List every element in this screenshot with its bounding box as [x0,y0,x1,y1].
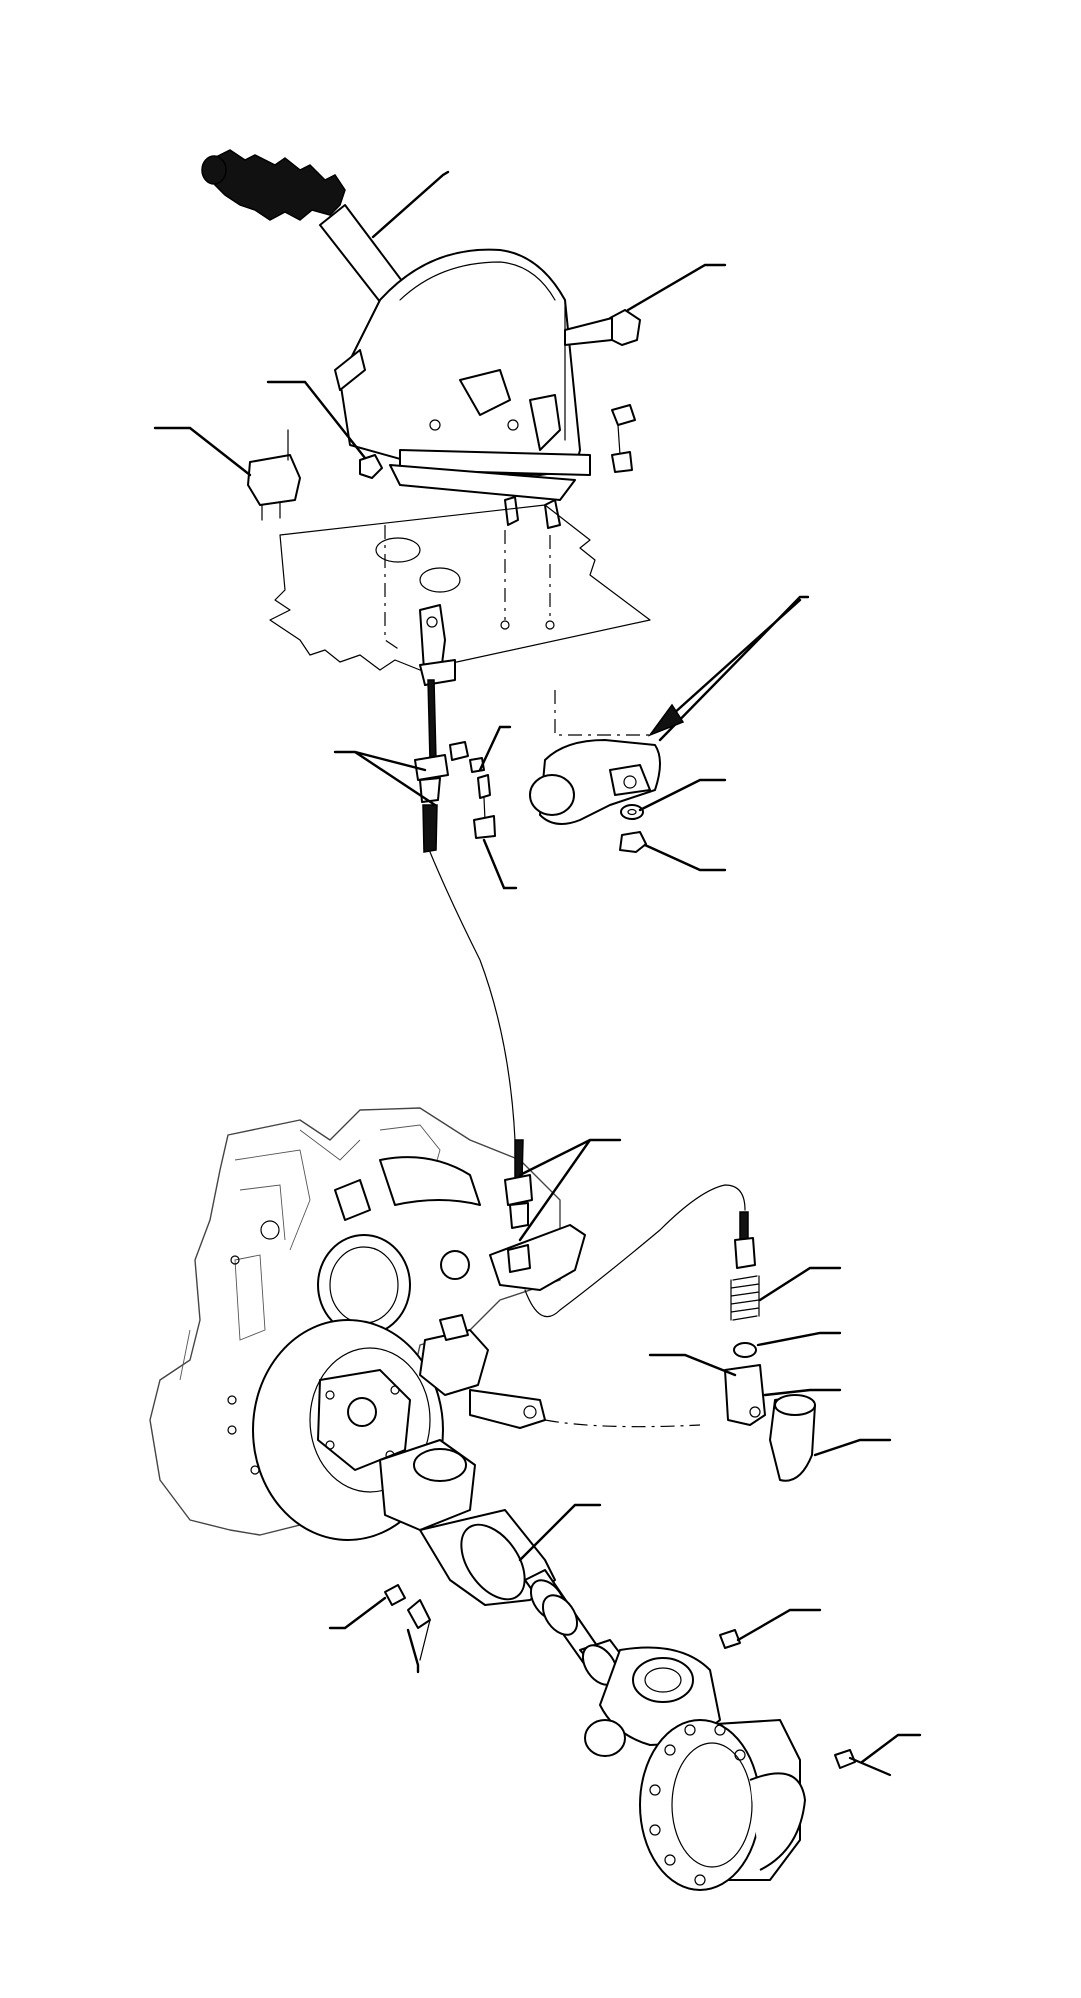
callout-pivot-bolt [626,263,727,312]
callout-flange-bolt [860,1733,922,1764]
cable-upper [414,679,516,1141]
callout-housing-arrow [670,598,802,717]
callout-bracket-nut [478,725,512,772]
floor-panel [269,504,651,671]
switch-nut [359,454,383,479]
callout-dust-boot [813,1438,892,1457]
mounting-screw [504,404,636,529]
callout-shaft-nut [328,1596,387,1630]
callout-arrowhead [647,703,685,737]
switch [247,429,301,521]
nut [619,831,647,853]
drum-brake-lever [419,1314,546,1429]
pivot-shaft [529,690,661,825]
flange-bolt [719,1629,892,1777]
callout-nut [643,843,727,872]
dust-boot [769,1394,816,1482]
callout-hand-lever [371,170,450,239]
cable-bracket [419,604,456,686]
callout-seal [648,1353,737,1377]
callout-propeller-shaft [518,1503,602,1562]
spring [730,1275,760,1321]
callout-washer [638,778,727,812]
propeller-shaft [379,1439,721,1757]
callout-switch-nut [266,380,367,460]
callout-switch [153,426,252,477]
callout-cable-adjuster [333,750,437,807]
lever-housing [334,248,591,501]
callout-leaders [153,170,922,1764]
callout-spring [758,1266,842,1302]
callout-washer-lower [756,1331,842,1347]
axle-flange [639,1719,806,1891]
clevis [544,1342,766,1428]
bracket-screw [469,757,496,839]
washer [620,804,644,820]
callout-flange-nut [736,1608,822,1642]
callout-shaft-bolt [406,1628,420,1674]
callout-cable-lower [518,1138,622,1242]
cable-lower [489,1139,756,1318]
shaft-bolt [384,1584,431,1661]
callout-clevis [763,1388,842,1397]
callout-pivot-shaft [658,595,810,742]
pivot-bolt [564,309,641,346]
callout-bracket-screw [482,838,518,890]
